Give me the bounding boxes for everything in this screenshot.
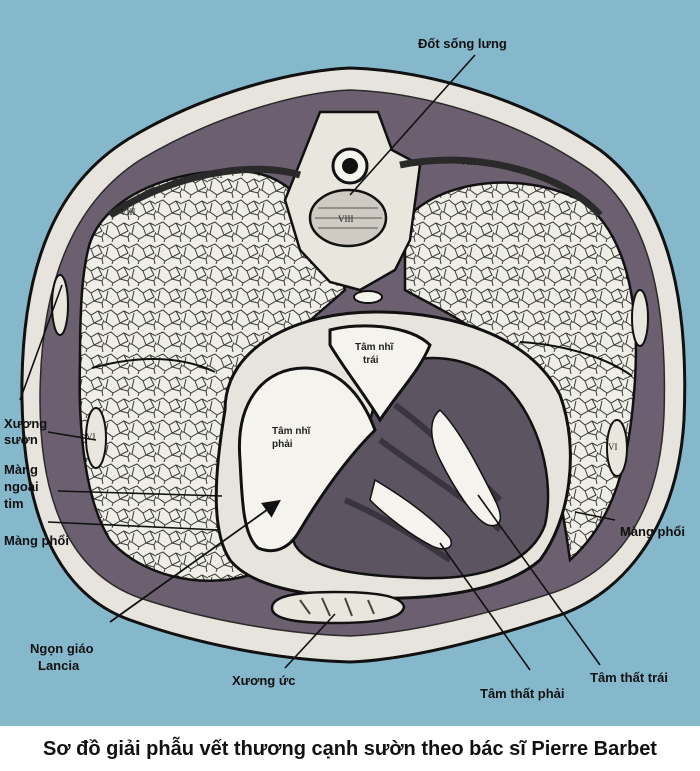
label-spear-2: Lancia	[38, 658, 80, 673]
aorta	[353, 290, 383, 304]
label-rib-2: sườn	[4, 432, 38, 447]
figure-caption: Sơ đồ giải phẫu vết thương cạnh sườn the…	[43, 738, 657, 760]
left-atrium	[328, 324, 432, 423]
right-lung-fissure	[519, 341, 633, 377]
spinal-cord	[342, 158, 358, 174]
label-pleura-right: Màng phổi	[620, 524, 685, 539]
label-pericardium-3: tim	[4, 496, 24, 511]
sternum	[270, 590, 406, 625]
label-right-ventricle: Tâm thất phải	[480, 686, 565, 701]
label-right-atrium-2: phải	[272, 439, 293, 450]
label-pericardium-2: ngoài	[4, 479, 39, 494]
label-vertebra: Đốt sống lưng	[418, 36, 507, 51]
rib-mark-vi-right: VI	[608, 442, 618, 452]
anatomy-diagram: VIII VII VIII VIII VI VI	[4, 36, 687, 701]
right-ventricle-cavity	[369, 478, 452, 550]
label-pleura-left: Màng phổi	[4, 533, 69, 548]
leader-lines	[19, 54, 616, 671]
rib-mark-vii: VII	[210, 170, 223, 180]
sternum-hatch	[299, 597, 375, 617]
left-lung-fissure	[91, 358, 216, 373]
label-left-atrium-1: Tâm nhĩ	[355, 342, 395, 353]
left-ventricle-cavity	[431, 408, 502, 527]
rib-mark-viii-right: VIII	[460, 157, 476, 167]
label-rib-1: Xương	[4, 416, 47, 431]
vertebra-number: VIII	[338, 214, 354, 224]
label-sternum: Xương ức	[232, 673, 295, 688]
rib-mark-viii-left: VIII	[120, 207, 136, 217]
vertebral-hatch	[315, 207, 382, 229]
rib-mark-vi-left: VI	[86, 432, 96, 442]
label-spear-1: Ngọn giáo	[30, 641, 94, 656]
label-right-atrium-1: Tâm nhĩ	[272, 426, 312, 437]
ribs: VII VIII VIII VI VI	[51, 156, 649, 477]
label-pericardium-1: Màng	[4, 462, 38, 477]
label-left-atrium-2: trái	[363, 355, 379, 366]
label-left-ventricle: Tâm thất trái	[590, 670, 668, 685]
